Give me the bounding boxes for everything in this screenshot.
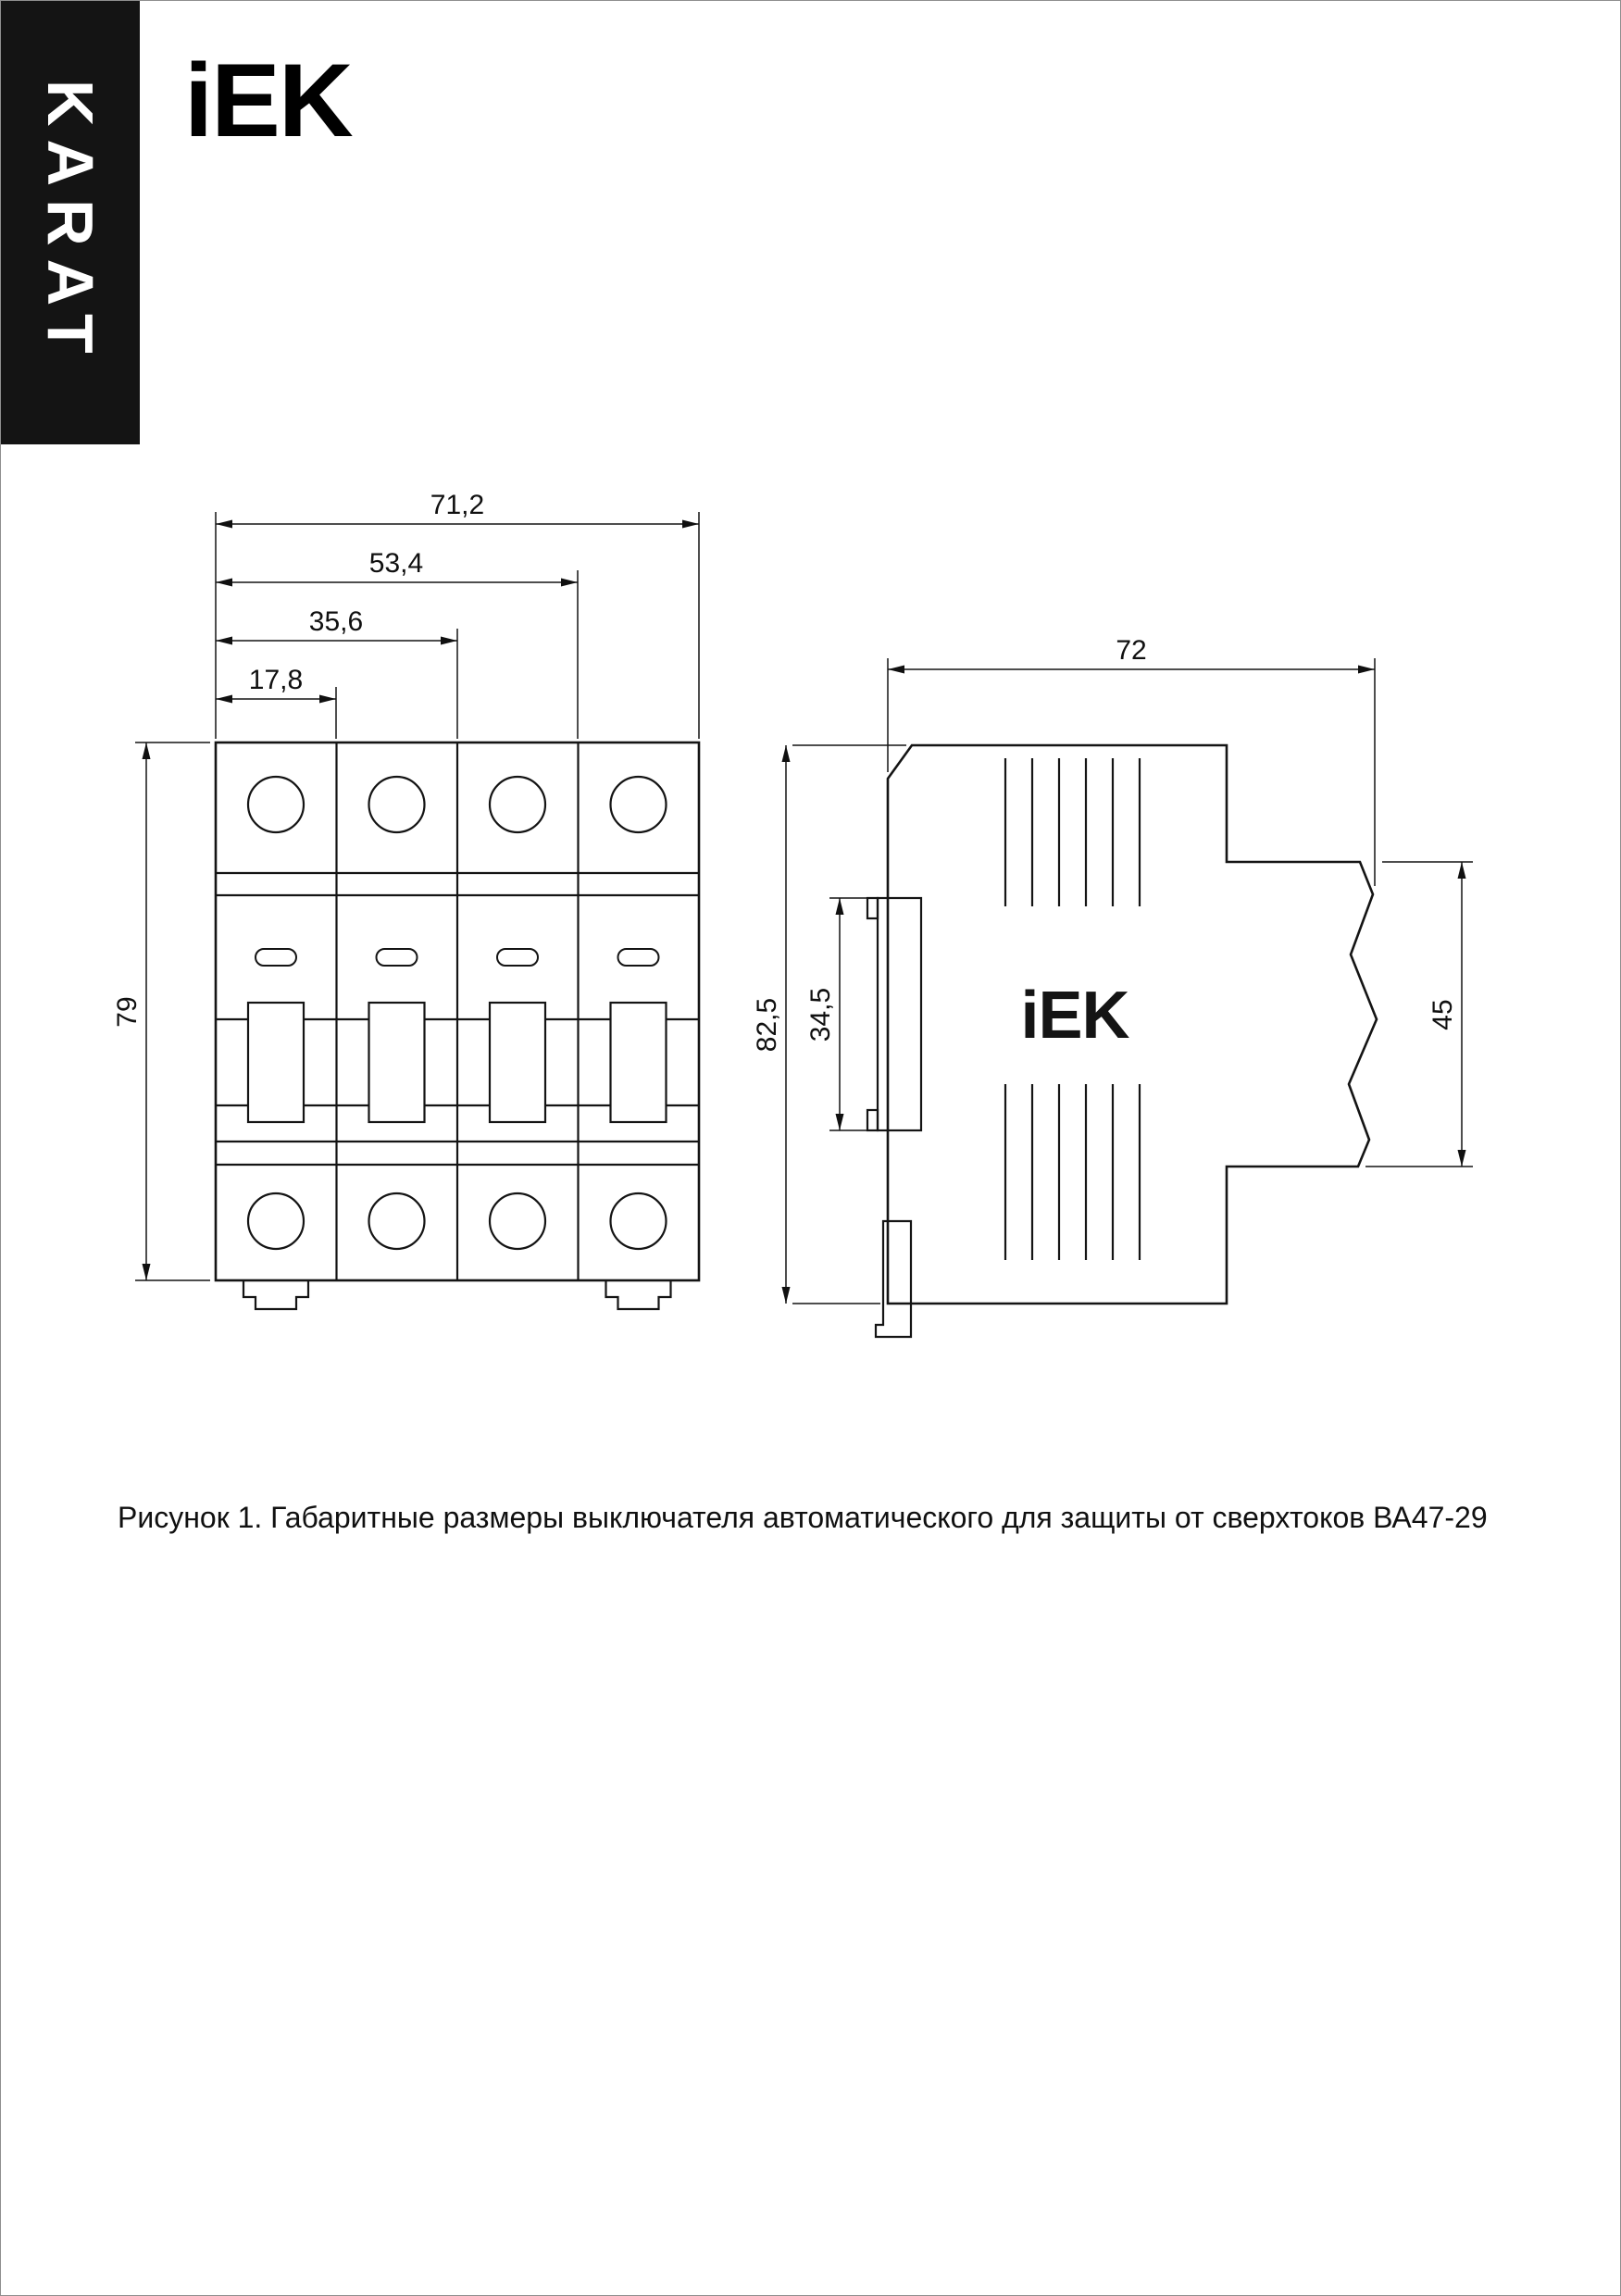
iek-logo: iEK — [184, 43, 354, 158]
side-vent-slots-bottom — [1004, 1084, 1141, 1260]
front-label-windows — [255, 948, 660, 967]
front-din-clips — [242, 1280, 672, 1311]
front-module-separators — [335, 742, 580, 1280]
front-panel-lines — [216, 871, 699, 1167]
dim-label-rail-zone: 34,5 — [805, 988, 836, 1042]
figure-caption: Рисунок 1. Габаритные размеры выключател… — [118, 1501, 1488, 1534]
side-extension-lines — [792, 658, 1473, 1304]
brand-banner: KARAT — [1, 1, 140, 444]
front-bottom-screws — [246, 1192, 667, 1251]
side-din-clip — [874, 1219, 913, 1339]
dim-label-width-3: 53,4 — [369, 548, 423, 579]
front-top-screws — [246, 775, 667, 834]
side-view: iEK — [866, 743, 1378, 1339]
side-dimensions: 72 82,5 34,5 45 — [752, 635, 1473, 1304]
side-din-rail-slide — [866, 896, 923, 1132]
dim-label-height-total: 82,5 — [752, 998, 782, 1052]
side-outline — [886, 743, 1378, 1305]
side-vent-slots-top — [1004, 758, 1141, 906]
side-logo: iEK — [1020, 979, 1129, 1053]
dim-label-width-2: 35,6 — [309, 606, 363, 637]
dim-label-terminal-zone: 45 — [1428, 999, 1458, 1029]
front-dimensions: 71,2 53,4 35,6 17,8 79 — [112, 490, 700, 1281]
dim-label-width-1: 17,8 — [249, 665, 303, 695]
dim-label-height: 79 — [112, 996, 143, 1027]
front-view — [214, 741, 701, 1311]
brand-banner-text: KARAT — [34, 79, 106, 367]
dim-label-width-total: 71,2 — [430, 490, 484, 520]
front-handles — [246, 1001, 667, 1124]
dim-label-depth: 72 — [1116, 635, 1146, 666]
